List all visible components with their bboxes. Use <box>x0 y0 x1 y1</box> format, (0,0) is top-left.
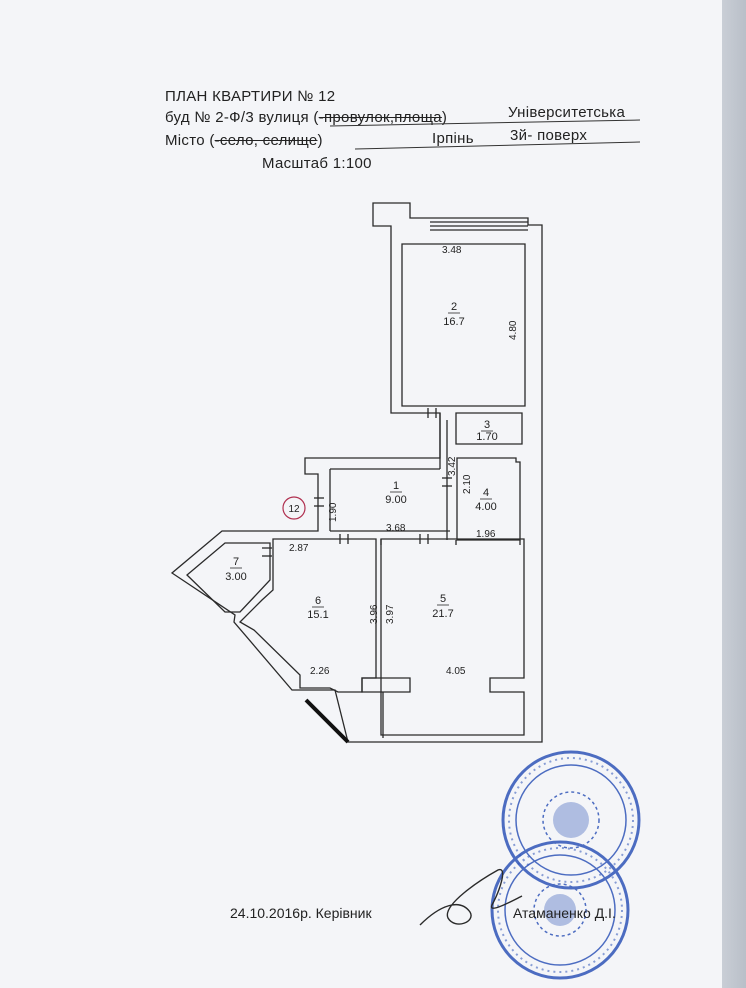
document-sheet <box>0 0 722 988</box>
room-6-area: 15.1 <box>307 609 328 621</box>
room-1-number: 1 <box>393 480 399 492</box>
city-line: Місто (-село, селище) <box>165 132 323 149</box>
dim-1-96: 1.96 <box>476 529 496 540</box>
plan-title: ПЛАН КВАРТИРИ № 12 <box>165 88 336 105</box>
room-6-number: 6 <box>315 595 321 607</box>
apartment-marker-circle <box>282 496 306 520</box>
dim-1-90: 1.90 <box>328 502 339 522</box>
dim-2-87: 2.87 <box>289 543 309 554</box>
building-suffix: ) <box>441 109 448 126</box>
dim-2-26: 2.26 <box>310 666 330 677</box>
room-2-number: 2 <box>451 301 457 313</box>
dimension-labels: 3.48 4.80 3.42 2.10 1.90 3.68 2.87 1.96 … <box>289 245 519 677</box>
room-3-number: 3 <box>484 419 490 431</box>
footer-name: Атаманенко Д.І. <box>513 905 616 921</box>
room-1-area: 9.00 <box>385 494 406 506</box>
floor-label: 3й- поверх <box>510 127 588 144</box>
building-prefix: буд № 2-Ф/3 вулиця ( <box>165 109 319 126</box>
city-prefix: Місто ( <box>165 132 215 149</box>
room-labels: 2 16.7 3 1.70 4 4.00 1 9.00 7 3.00 6 15.… <box>225 301 497 621</box>
scale-label: Масштаб 1:100 <box>262 155 372 172</box>
apartment-marker-label: 12 <box>288 504 300 515</box>
building-struck-text: -провулок,площа <box>318 109 442 126</box>
room-7-area: 3.00 <box>225 571 246 583</box>
room-4-area: 4.00 <box>475 501 496 513</box>
room-2-area: 16.7 <box>443 316 464 328</box>
city-name: Ірпінь <box>432 130 474 147</box>
room-7-number: 7 <box>233 556 239 568</box>
room-5-area: 21.7 <box>432 608 453 620</box>
room-5-number: 5 <box>440 593 446 605</box>
dim-2-10: 2.10 <box>462 474 473 494</box>
room-3-area: 1.70 <box>476 431 497 443</box>
street-name: Університетська <box>508 104 626 121</box>
building-line: буд № 2-Ф/3 вулиця (-провулок,площа) <box>165 109 447 126</box>
page-edge-shadow <box>722 0 746 988</box>
city-struck-text: -село, селище <box>214 132 318 149</box>
plan-window-wall <box>304 698 350 744</box>
dim-3-42: 3.42 <box>447 456 458 476</box>
city-suffix: ) <box>317 132 323 149</box>
dim-3-68: 3.68 <box>386 523 406 534</box>
dim-4-80: 4.80 <box>508 320 519 340</box>
footer-date-role: 24.10.2016р. Керівник <box>230 905 372 921</box>
dim-3-48: 3.48 <box>442 245 462 256</box>
dim-4-05: 4.05 <box>446 666 466 677</box>
door-marks <box>262 408 452 557</box>
plan-walls <box>170 202 543 743</box>
room-4-number: 4 <box>483 487 489 499</box>
dim-3-96: 3.96 <box>369 604 380 624</box>
room-number-underlines <box>230 312 493 608</box>
dim-3-97: 3.97 <box>385 604 396 624</box>
